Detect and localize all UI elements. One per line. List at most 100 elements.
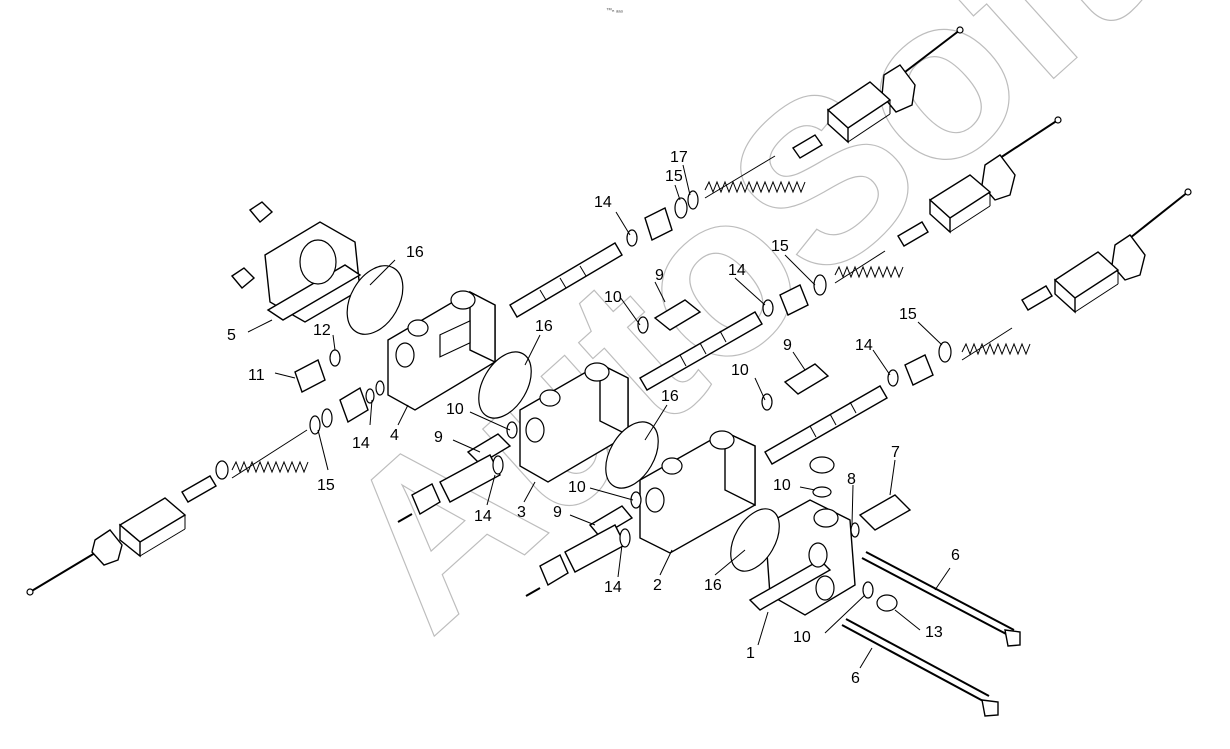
washer-left — [215, 460, 229, 480]
bolt-lower — [1021, 285, 1053, 311]
oring-middle-15 — [813, 274, 827, 296]
spring-cap-upper-edge — [847, 113, 891, 143]
nut-6-lower — [981, 699, 999, 717]
spring-lower — [961, 327, 1031, 361]
spool-lower-groove2 — [829, 413, 837, 426]
rod-lower-end — [1184, 188, 1192, 196]
callout-16-inlet: 16 — [704, 577, 722, 594]
plug-13 — [876, 594, 898, 612]
left-spool-assembly — [26, 380, 385, 596]
cap-2 — [539, 554, 569, 587]
seal-plate-lower — [904, 354, 934, 386]
callout-11: 11 — [248, 367, 265, 384]
oring-left-15 — [309, 415, 321, 435]
callout-14-right: 14 — [855, 337, 873, 354]
seal-plate-middle — [779, 284, 809, 316]
port-2b — [661, 457, 683, 475]
upper-spool-assembly — [509, 26, 964, 318]
callout-16-lower: 16 — [661, 388, 679, 405]
tie-rod-6-upper — [861, 557, 1011, 637]
oring-middle-14 — [762, 299, 774, 317]
callout-8: 8 — [847, 471, 856, 488]
spool-upper-groove1 — [539, 289, 547, 301]
rod-upper — [904, 29, 961, 73]
spring-cap-lower-edge — [1074, 283, 1119, 313]
oring-10-top — [812, 486, 832, 498]
callout-14-mid: 14 — [728, 262, 746, 279]
spool-middle — [639, 311, 763, 391]
spool-upper — [509, 242, 623, 318]
callout-13: 13 — [925, 624, 943, 641]
washer-upper-17 — [687, 190, 699, 210]
nut-5-top — [248, 201, 274, 223]
rod-left — [29, 549, 101, 593]
spool-lower — [764, 385, 888, 465]
port-2c — [645, 487, 665, 513]
section-5-end-cover — [230, 201, 404, 335]
port-2a — [709, 430, 735, 450]
callout-7: 7 — [891, 444, 900, 461]
end-cap-left — [91, 529, 123, 566]
oring-upper-15 — [674, 197, 688, 219]
rod-middle-end — [1054, 116, 1062, 124]
plug-11 — [294, 359, 326, 393]
nut-5-left — [230, 267, 256, 289]
callout-14-2: 14 — [604, 579, 622, 596]
oring-10-left — [506, 421, 518, 439]
callout-10-upper: 10 — [604, 289, 622, 306]
callout-14-3: 14 — [474, 508, 492, 525]
spring-cap-left-edge — [139, 528, 186, 557]
rod-middle — [999, 119, 1059, 159]
spool-sleeve-3 — [439, 454, 501, 503]
relief-valve-9-left — [466, 433, 512, 465]
relief-valve-9-upper — [653, 299, 702, 331]
oring-16-lower — [605, 421, 659, 489]
callout-14-left: 14 — [352, 435, 370, 452]
oring-lower-15 — [938, 341, 952, 363]
end-cap-lower — [1111, 234, 1146, 281]
window-4 — [439, 319, 471, 358]
valve-7 — [858, 494, 912, 531]
port-4c — [395, 342, 415, 368]
port-4b — [407, 319, 429, 337]
tie-rod-6-lower — [841, 624, 986, 703]
bolt-2 — [525, 587, 541, 597]
relief-valve-9-lower — [588, 505, 634, 538]
spring-left — [231, 429, 309, 479]
callout-9-left: 9 — [434, 429, 443, 446]
port-3c — [525, 417, 545, 443]
callout-9-upper: 9 — [655, 267, 664, 284]
spool-lower-groove1 — [809, 425, 817, 438]
header-caption: ™ₙ ₐₐₐ — [606, 7, 624, 14]
oring-left-14b — [375, 380, 385, 396]
port-3b — [539, 389, 561, 407]
spring-middle — [834, 250, 904, 284]
section-3-body — [397, 351, 629, 523]
oring-8 — [850, 522, 860, 538]
callout-15-upper: 15 — [665, 168, 683, 185]
callout-15-right: 15 — [899, 306, 917, 323]
callout-15-mid: 15 — [771, 238, 789, 255]
callout-10-top: 10 — [773, 477, 791, 494]
spool-middle-groove2 — [699, 342, 707, 355]
bolt-middle — [897, 221, 929, 247]
callout-1: 1 — [746, 645, 755, 662]
spool-lower-groove3 — [849, 401, 857, 414]
oring-left-14 — [365, 388, 375, 404]
oring-16-middle — [478, 351, 532, 419]
spool-middle-groove3 — [719, 330, 727, 343]
callout-6-upper: 6 — [951, 547, 960, 564]
oring-lower-14 — [887, 369, 899, 387]
callout-16-upper: 16 — [406, 244, 424, 261]
callout-10-side: 10 — [793, 629, 811, 646]
spool-upper-groove3 — [579, 265, 587, 277]
port-1b — [808, 542, 828, 568]
port-3a — [584, 362, 610, 382]
callout-5: 5 — [227, 327, 236, 344]
spring-upper — [704, 155, 806, 199]
port-1c — [815, 575, 835, 601]
bolt-upper — [791, 134, 824, 159]
seal-plate-left — [339, 386, 369, 424]
